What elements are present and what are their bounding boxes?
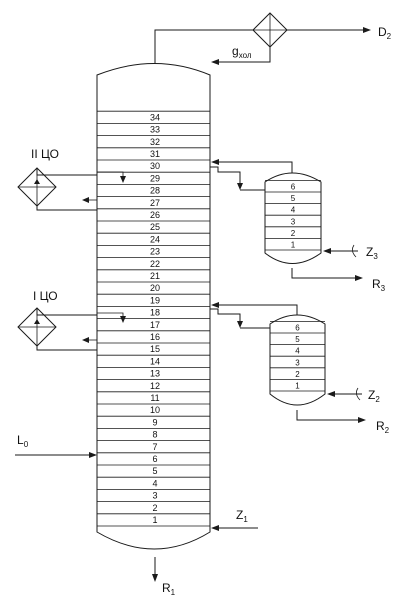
main-column-shell: [96, 63, 211, 550]
tray-number: 23: [150, 247, 160, 257]
main-column: 1234567891011121314151617181920212223242…: [96, 63, 211, 550]
tray-number: 15: [150, 344, 160, 354]
tray-number: 11: [150, 393, 159, 403]
stripper-tray-number: 3: [291, 217, 296, 226]
reflux-label: gхол: [232, 44, 252, 60]
stripper-tray-number: 2: [295, 370, 300, 379]
tray-number: 10: [150, 405, 160, 415]
tray-number: 2: [152, 503, 157, 513]
stripper-lower-product-label: R2: [376, 419, 390, 435]
stripper-tray-number: 6: [295, 324, 300, 333]
pump-around-2-label: II ЦО: [31, 147, 59, 161]
tray-number: 5: [152, 466, 157, 476]
tray-number: 1: [152, 515, 157, 525]
condenser: [154, 12, 371, 65]
tray-number: 32: [150, 137, 160, 147]
tray-number: 9: [152, 417, 157, 427]
tray-number: 33: [150, 125, 160, 135]
pump-around-1: [17, 307, 126, 351]
tray-number: 16: [150, 332, 160, 342]
stripper-tray-number: 5: [291, 194, 296, 203]
tray-number: 25: [150, 222, 160, 232]
stripper-lower-shell: [269, 314, 326, 406]
tray-number: 24: [150, 234, 160, 244]
pump-around-1-label: I ЦО: [33, 289, 58, 303]
distillate-label: D2: [378, 25, 392, 41]
tray-number: 3: [152, 491, 157, 501]
bottom-steam-stream: [211, 525, 258, 531]
stripper-tray-number: 1: [291, 241, 296, 250]
tray-number: 13: [150, 369, 160, 379]
stripper-tray-number: 2: [291, 229, 296, 238]
tray-number: 7: [152, 442, 157, 452]
tray-number: 26: [150, 210, 160, 220]
stripper-tray-number: 3: [295, 358, 300, 367]
tray-number: 27: [150, 198, 160, 208]
stripper-upper-shell: [264, 172, 322, 264]
stripper-tray-number: 5: [295, 335, 300, 344]
feed-stream: [15, 452, 97, 458]
tray-number: 34: [150, 112, 160, 122]
pump-around-2: [17, 167, 126, 211]
bottom-steam-label: Z1: [236, 508, 248, 524]
tray-number: 28: [150, 186, 160, 196]
tray-number: 12: [150, 381, 160, 391]
bottoms-label: R1: [162, 581, 176, 597]
tray-number: 18: [150, 308, 160, 318]
tray-number: 21: [150, 271, 160, 281]
stripper-lower: 1 2 3 4 5 6: [210, 302, 366, 423]
feed-label: L0: [17, 433, 29, 449]
stripper-upper: 1 2 3 4 5 6: [210, 159, 363, 281]
tray-number: 4: [152, 478, 157, 488]
stripper-tray-number: 4: [291, 206, 296, 215]
stripper-tray-number: 4: [295, 347, 300, 356]
bottoms-stream: [152, 557, 158, 582]
tray-number: 19: [150, 295, 160, 305]
stripper-upper-steam-label: Z3: [366, 245, 378, 261]
tray-number: 6: [152, 454, 157, 464]
stripper-upper-product-label: R3: [372, 277, 386, 293]
tray-number: 20: [150, 283, 160, 293]
tray-number: 31: [150, 149, 160, 159]
tray-number: 14: [150, 356, 160, 366]
stripper-tray-number: 1: [295, 382, 300, 391]
stripper-lower-steam-label: Z2: [368, 388, 380, 404]
stripper-lower-trays: 1 2 3 4 5 6: [270, 320, 325, 392]
main-column-trays: 1234567891011121314151617181920212223242…: [97, 110, 210, 527]
tray-number: 29: [150, 173, 160, 183]
tray-number: 17: [150, 320, 160, 330]
tray-number: 30: [150, 161, 160, 171]
tray-number: 22: [150, 259, 160, 269]
stripper-tray-number: 6: [291, 183, 296, 192]
stripper-upper-trays: 1 2 3 4 5 6: [265, 179, 321, 251]
tray-number: 8: [152, 430, 157, 440]
